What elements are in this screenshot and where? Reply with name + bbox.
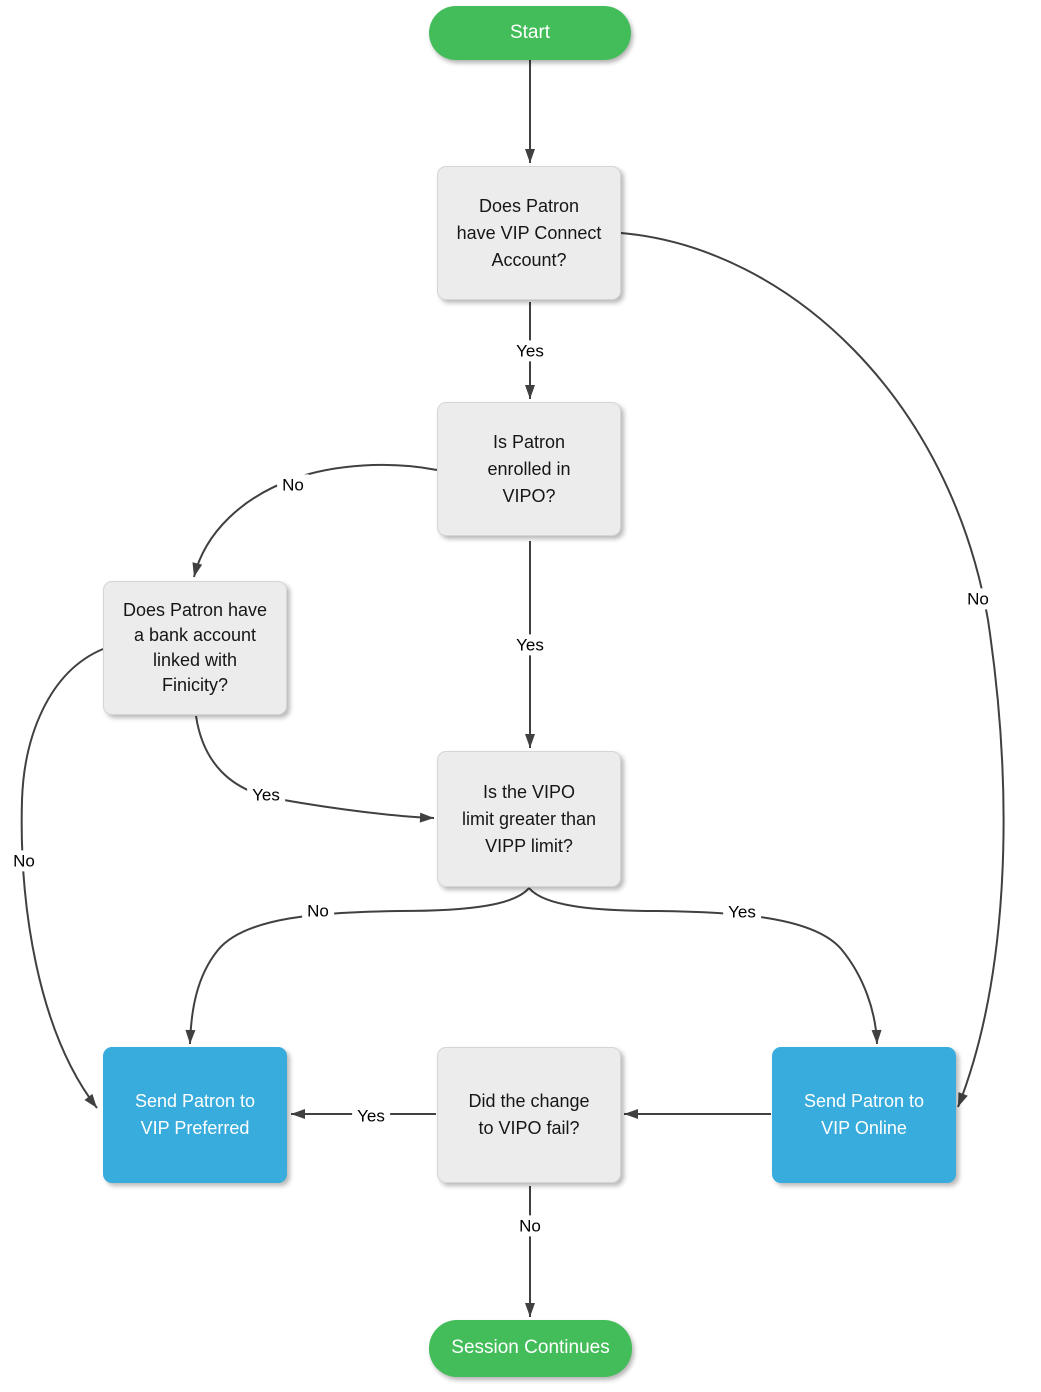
edge-label-yes: Yes (247, 784, 285, 806)
edge-label-yes: Yes (723, 901, 761, 923)
edge-finicity-yes-to-vipo-limit (195, 715, 435, 823)
edge-label-no: No (8, 850, 40, 872)
node-send-vip-preferred: Send Patron to VIP Preferred (103, 1047, 287, 1183)
edge-label-yes: Yes (511, 340, 549, 362)
node-enrolled-in-vipo: Is Patron enrolled in VIPO? (437, 402, 621, 536)
edge-vipo-limit-yes-to-vip-online (528, 887, 882, 1045)
node-vipo-limit-greater: Is the VIPO limit greater than VIPP limi… (437, 751, 621, 887)
edge-label-no: No (962, 588, 994, 610)
edge-finicity-no-to-vip-preferred (20, 648, 104, 1109)
edge-vip-connect-no-to-vip-online (620, 232, 1005, 1108)
edge-label-no: No (514, 1215, 546, 1237)
node-send-vip-online: Send Patron to VIP Online (772, 1047, 956, 1183)
node-bank-account-finicity: Does Patron have a bank account linked w… (103, 581, 287, 715)
edge-label-no: No (277, 474, 309, 496)
node-change-vipo-fail: Did the change to VIPO fail? (437, 1047, 621, 1183)
edge-label-yes: Yes (352, 1105, 390, 1127)
edge-vipo-limit-no-to-vip-preferred (185, 887, 530, 1045)
edge-label-no: No (302, 900, 334, 922)
node-vip-connect-account: Does Patron have VIP Connect Account? (437, 166, 621, 300)
node-start: Start (429, 6, 631, 60)
edge-label-yes: Yes (511, 634, 549, 656)
edge-enrolled-vipo-no-to-finicity (192, 463, 438, 578)
node-session-continues: Session Continues (429, 1320, 632, 1377)
